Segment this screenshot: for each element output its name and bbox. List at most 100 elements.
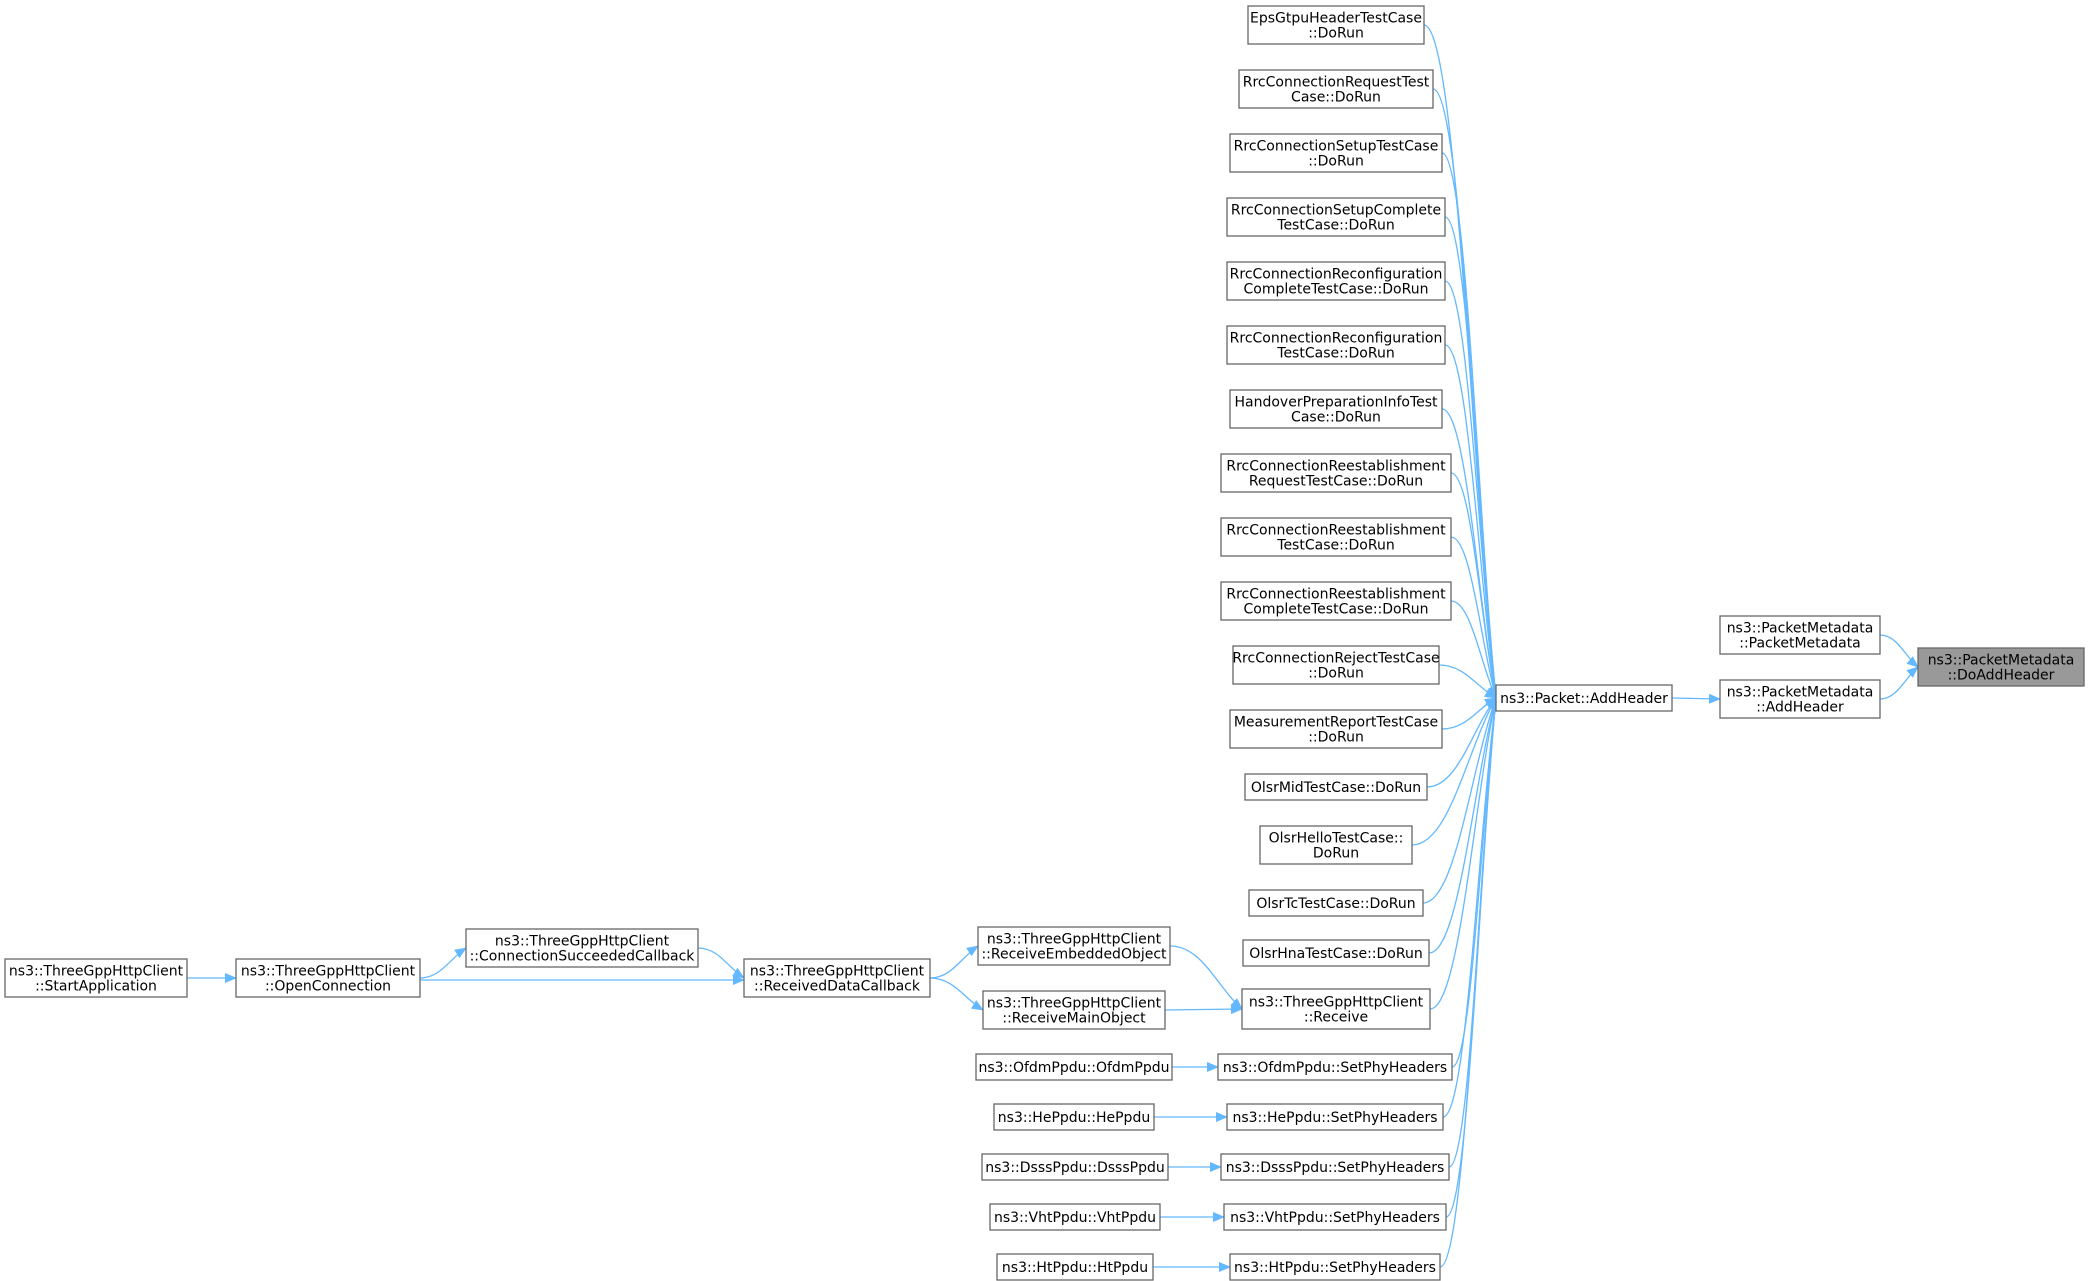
node-label: ::AddHeader [1756, 700, 1844, 716]
node-label: MeasurementReportTestCase [1234, 715, 1438, 731]
edge-recv-data-to-recv-emb [929, 945, 979, 979]
node-label: ns3::ThreeGppHttpClient [495, 934, 670, 950]
node-label: Case::DoRun [1291, 90, 1381, 106]
edge-line [1879, 634, 1919, 668]
node-label: RrcConnectionRejectTestCase [1232, 651, 1439, 667]
node-box [1495, 684, 1673, 712]
node-label: RrcConnectionRequestTest [1243, 75, 1430, 91]
edge-line [697, 947, 745, 979]
node-pm-ctor[interactable]: ns3::PacketMetadata::PacketMetadata [1719, 615, 1881, 655]
node-box [989, 1203, 1161, 1231]
node-dsss-ctor[interactable]: ns3::DsssPpdu::DsssPpdu [981, 1153, 1169, 1181]
edge-line [419, 975, 745, 985]
node-recv-emb[interactable]: ns3::ThreeGppHttpClient::ReceiveEmbedded… [977, 926, 1171, 966]
node-recv[interactable]: ns3::ThreeGppHttpClient::Receive [1241, 988, 1431, 1030]
node-label: CompleteTestCase::DoRun [1244, 282, 1429, 298]
node-label: ns3::ThreeGppHttpClient [987, 996, 1162, 1012]
node-measrep[interactable]: MeasurementReportTestCase::DoRun [1229, 709, 1443, 749]
node-box [1719, 615, 1881, 655]
node-box [1229, 133, 1443, 173]
node-vht-set[interactable]: ns3::VhtPpdu::SetPhyHeaders [1223, 1203, 1447, 1231]
edge-line [929, 977, 984, 1011]
node-rcsetupc[interactable]: RrcConnectionSetupCompleteTestCase::DoRu… [1226, 197, 1446, 237]
node-conn-succ[interactable]: ns3::ThreeGppHttpClient::ConnectionSucce… [465, 928, 699, 968]
node-ofdm-ctor[interactable]: ns3::OfdmPpdu::OfdmPpdu [975, 1053, 1173, 1081]
node-he-ctor[interactable]: ns3::HePpdu::HePpdu [993, 1103, 1155, 1131]
node-label: ::ReceiveMainObject [1002, 1011, 1146, 1027]
edge-line [1164, 1004, 1243, 1015]
node-recv-main[interactable]: ns3::ThreeGppHttpClient::ReceiveMainObje… [982, 990, 1166, 1030]
node-box [975, 1053, 1173, 1081]
edge-he-set-to-packet-add [1442, 697, 1500, 1118]
node-label: ns3::VhtPpdu::VhtPpdu [994, 1210, 1156, 1226]
node-rcreestc[interactable]: RrcConnectionReestablishmentCompleteTest… [1220, 581, 1452, 621]
node-box [465, 928, 699, 968]
node-pm-add[interactable]: ns3::PacketMetadata::AddHeader [1719, 679, 1881, 719]
node-label: ns3::OfdmPpdu::OfdmPpdu [978, 1060, 1169, 1076]
node-eps[interactable]: EpsGtpuHeaderTestCase::DoRun [1247, 5, 1425, 45]
edge-rcreestc-to-packet-add [1450, 600, 1497, 699]
edge-line [1444, 344, 1500, 699]
edge-line [1450, 472, 1499, 699]
node-box [1220, 1153, 1450, 1181]
node-box [743, 958, 931, 998]
node-label: ns3::HtPpdu::HtPpdu [1002, 1260, 1148, 1276]
node-ofdm-set[interactable]: ns3::OfdmPpdu::SetPhyHeaders [1217, 1053, 1453, 1081]
node-recv-data[interactable]: ns3::ThreeGppHttpClient::ReceivedDataCal… [743, 958, 931, 998]
node-label: ns3::ThreeGppHttpClient [241, 964, 416, 980]
edge-rcreestreq-to-packet-add [1450, 472, 1499, 699]
node-label: ns3::PacketMetadata [1727, 685, 1874, 701]
node-box [1244, 773, 1428, 801]
node-box [1226, 1103, 1444, 1131]
node-label: ::ReceiveEmbeddedObject [981, 947, 1167, 963]
node-start-app[interactable]: ns3::ThreeGppHttpClient::StartApplicatio… [4, 958, 188, 998]
node-box [982, 990, 1166, 1030]
node-label: RrcConnectionReconfiguration [1230, 331, 1443, 347]
edge-pm-add-to-root [1879, 666, 1919, 700]
node-box [1917, 647, 2085, 687]
node-ht-set[interactable]: ns3::HtPpdu::SetPhyHeaders [1229, 1253, 1441, 1281]
node-label: ns3::ThreeGppHttpClient [987, 932, 1162, 948]
node-label: ::ReceivedDataCallback [754, 979, 921, 995]
node-open-conn[interactable]: ns3::ThreeGppHttpClient::OpenConnection [235, 958, 421, 998]
node-olsrmid[interactable]: OlsrMidTestCase::DoRun [1244, 773, 1428, 801]
node-root[interactable]: ns3::PacketMetadata::DoAddHeader [1917, 647, 2085, 687]
edge-open-conn-to-conn-succ [419, 947, 467, 979]
node-olsrhna[interactable]: OlsrHnaTestCase::DoRun [1242, 939, 1430, 967]
node-rcreest[interactable]: RrcConnectionReestablishmentTestCase::Do… [1220, 517, 1452, 557]
node-olsrhello[interactable]: OlsrHelloTestCase::DoRun [1259, 825, 1413, 865]
node-label: ::Receive [1304, 1010, 1368, 1026]
edge-olsrhna-to-packet-add [1428, 697, 1499, 954]
node-ht-ctor[interactable]: ns3::HtPpdu::HtPpdu [996, 1253, 1154, 1281]
node-rcreconfc[interactable]: RrcConnectionReconfigurationCompleteTest… [1226, 261, 1446, 301]
node-label: ns3::VhtPpdu::SetPhyHeaders [1230, 1210, 1440, 1226]
node-label: TestCase::DoRun [1276, 218, 1394, 234]
node-box [235, 958, 421, 998]
node-olsrtc[interactable]: OlsrTcTestCase::DoRun [1248, 889, 1424, 917]
edge-recv-to-packet-add [1429, 697, 1499, 1010]
node-label: ns3::DsssPpdu::DsssPpdu [985, 1160, 1164, 1176]
edge-line [1450, 536, 1498, 699]
node-box [1229, 389, 1443, 429]
edge-recv-emb-to-recv [1169, 945, 1243, 1010]
edge-olsrtc-to-packet-add [1422, 697, 1498, 904]
node-box [1247, 5, 1425, 45]
node-rcreestreq[interactable]: RrcConnectionReestablishmentRequestTestC… [1220, 453, 1452, 493]
node-box [977, 926, 1171, 966]
node-dsss-set[interactable]: ns3::DsssPpdu::SetPhyHeaders [1220, 1153, 1450, 1181]
node-box [1226, 197, 1446, 237]
node-label: RrcConnectionReestablishment [1226, 587, 1446, 603]
node-box [981, 1153, 1169, 1181]
node-rcreconf[interactable]: RrcConnectionReconfigurationTestCase::Do… [1226, 325, 1446, 365]
edge-line [1411, 697, 1497, 846]
node-packet-add[interactable]: ns3::Packet::AddHeader [1495, 684, 1673, 712]
node-rcsetup[interactable]: RrcConnectionSetupTestCase::DoRun [1229, 133, 1443, 173]
node-label: ns3::ThreeGppHttpClient [750, 964, 925, 980]
node-vht-ctor[interactable]: ns3::VhtPpdu::VhtPpdu [989, 1203, 1161, 1231]
edge-line [1671, 693, 1721, 704]
node-rcrej[interactable]: RrcConnectionRejectTestCase::DoRun [1232, 645, 1440, 685]
node-he-set[interactable]: ns3::HePpdu::SetPhyHeaders [1226, 1103, 1444, 1131]
edge-recv-main-to-recv [1164, 1004, 1243, 1015]
